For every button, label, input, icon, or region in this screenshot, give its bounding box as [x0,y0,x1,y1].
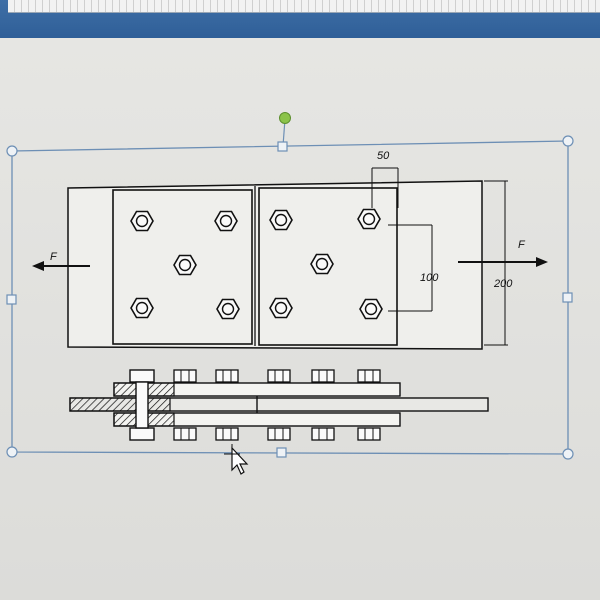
resize-handle-top-left[interactable] [6,145,18,157]
move-cursor-icon [224,444,249,475]
resize-handle-top[interactable] [277,141,288,152]
left-splice-plate [112,189,253,345]
bolt [173,254,197,276]
plan-view [32,167,548,350]
bolt-spacing-label: 50 [377,150,390,162]
resize-handle-top-right[interactable] [562,135,574,147]
bolt [130,297,154,319]
resize-handle-bottom-right[interactable] [562,448,574,460]
plate-width-label: 200 [494,278,513,290]
force-label-right: F [518,239,525,251]
bolt [214,210,238,232]
resize-handle-left[interactable] [6,294,17,305]
resize-handle-bottom-left[interactable] [6,446,18,458]
horizontal-ruler[interactable] [8,0,600,13]
resize-handle-right[interactable] [562,292,573,303]
bolt [269,297,293,319]
bolt [359,298,383,320]
force-label-left: F [50,251,57,263]
right-splice-plate [258,187,398,346]
rotate-handle[interactable] [279,112,291,124]
resize-handle-bottom[interactable] [276,447,287,458]
bolt [216,298,240,320]
bolt [357,208,381,230]
bolt [130,210,154,232]
bolt [269,209,293,231]
bolt [310,253,334,275]
section-view [69,369,489,441]
row-spacing-label: 100 [420,272,439,284]
